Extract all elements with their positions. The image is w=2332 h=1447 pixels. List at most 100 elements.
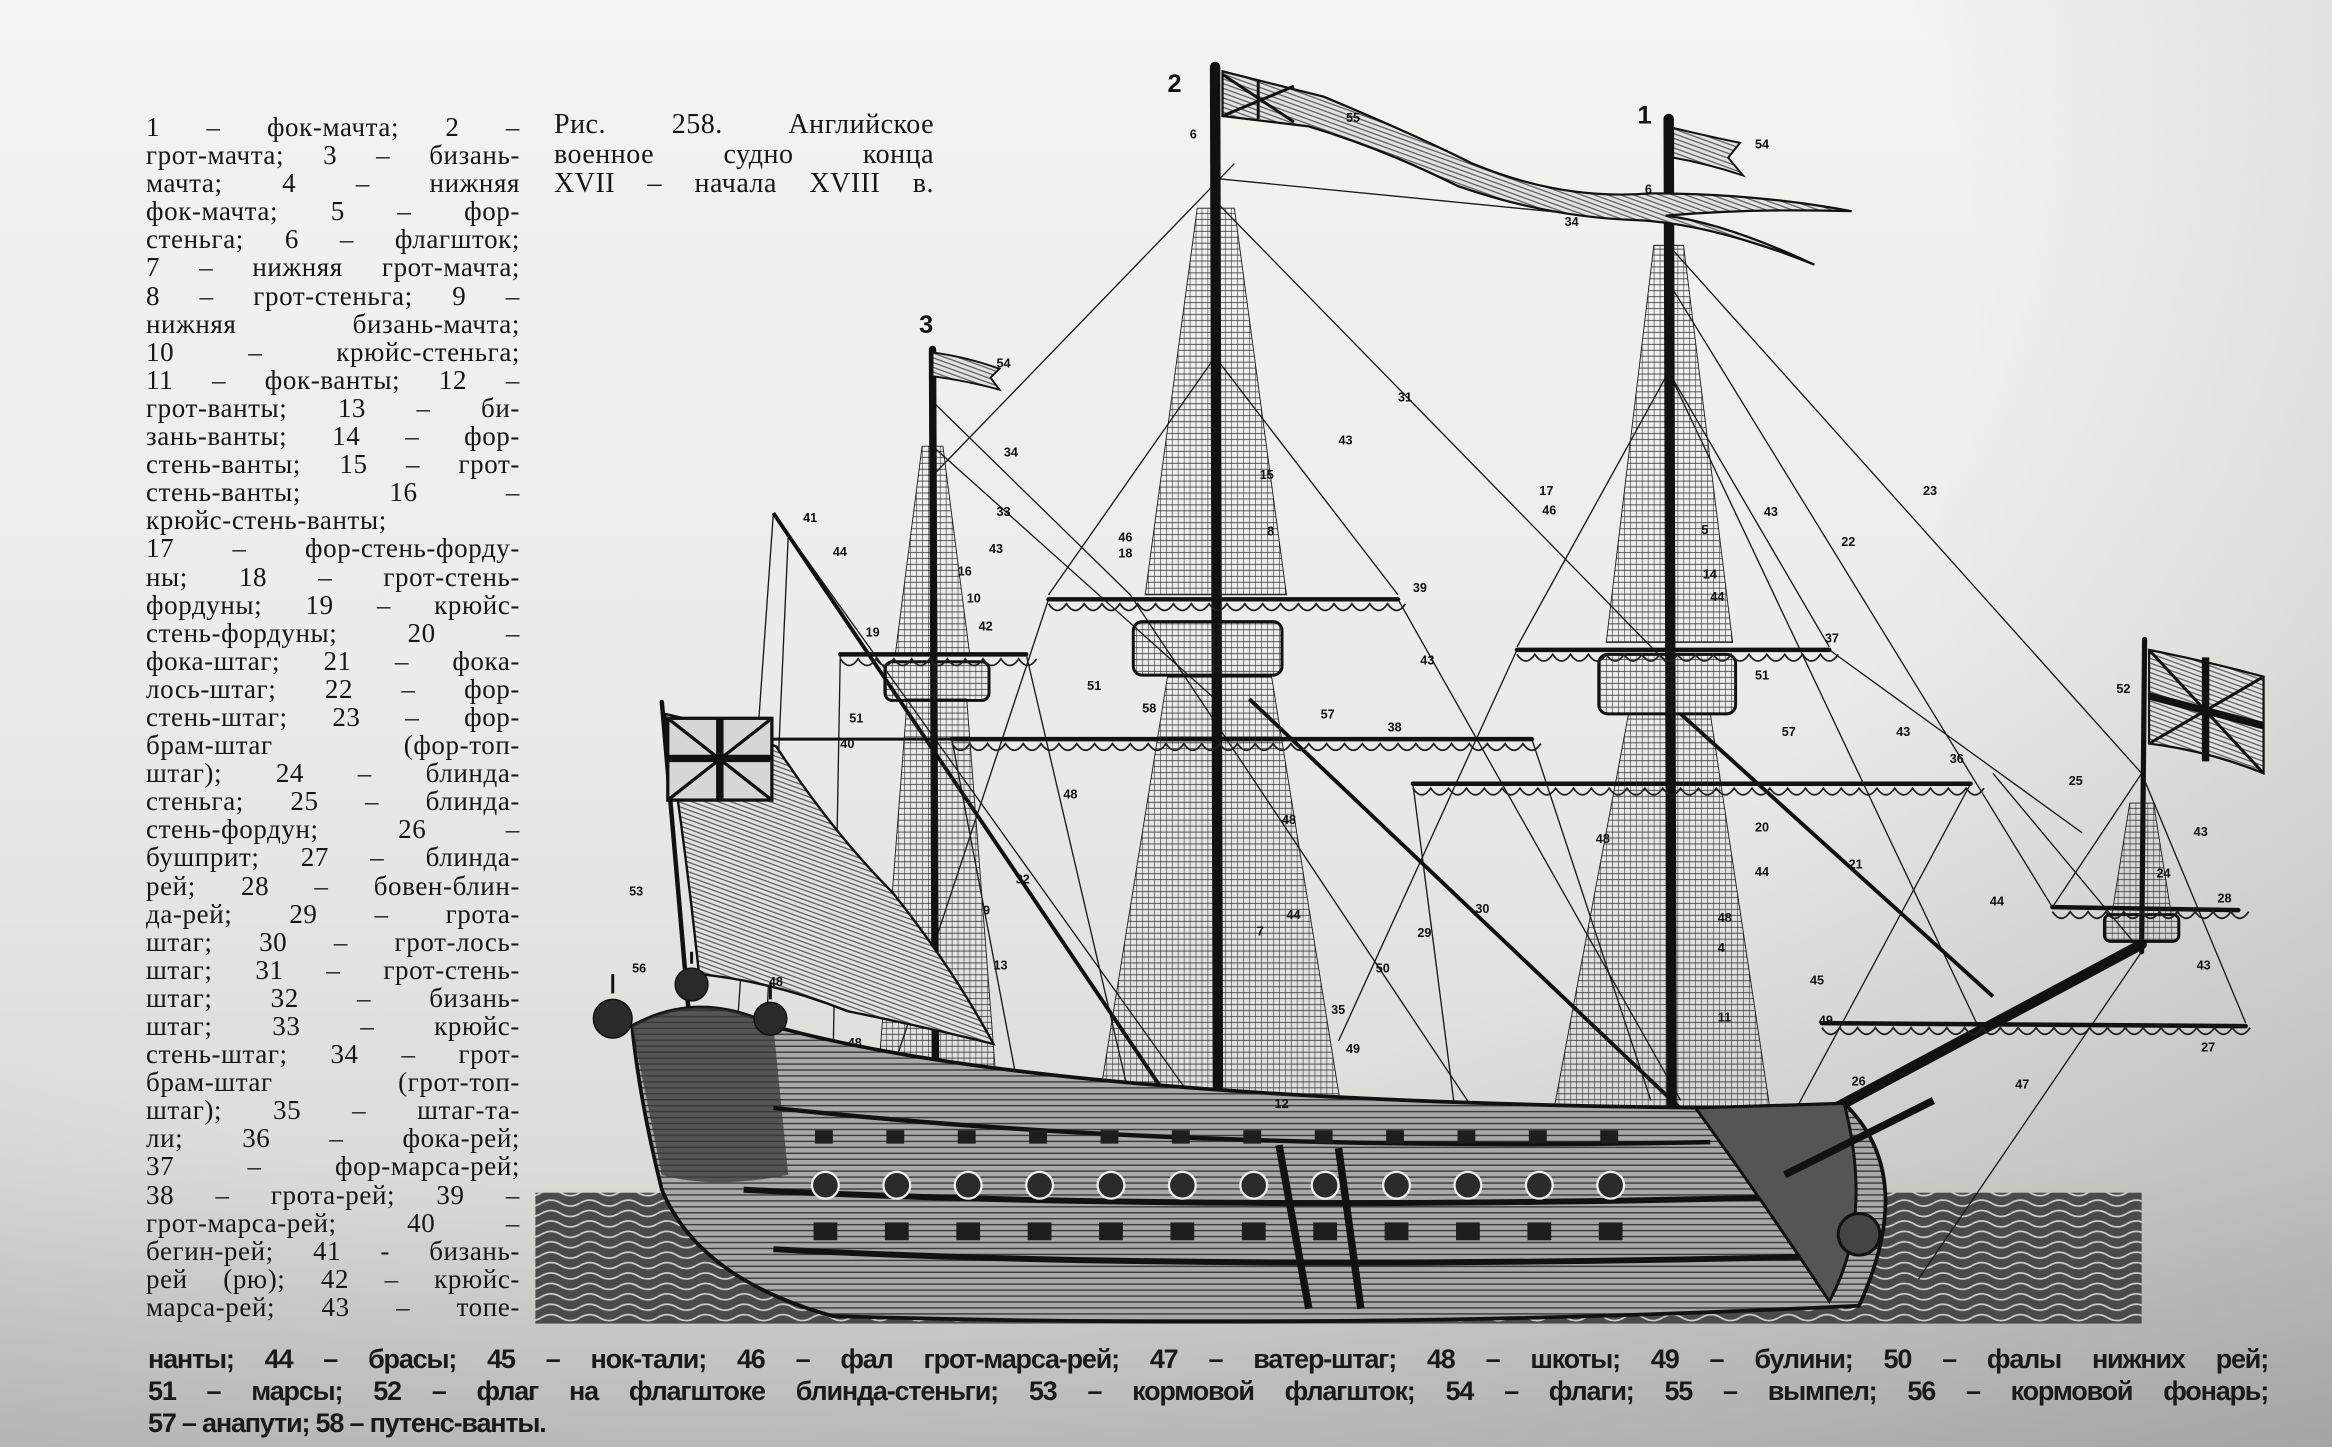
caption-line: Рис. 258. Английское <box>554 109 934 140</box>
legend-line: бегин-рей; 41 - бизань- <box>146 1235 520 1266</box>
legend-line: 8 – грот-стеньга; 9 – <box>146 280 520 311</box>
callout-label: 43 <box>2194 825 2208 839</box>
mizzen-flag <box>931 351 1002 392</box>
gun-port-icon <box>1456 1222 1480 1241</box>
gun-port-icon <box>1243 1130 1262 1144</box>
gun-port-icon <box>1528 1130 1547 1144</box>
legend-line: брам-штаг (грот-топ- <box>146 1067 520 1098</box>
legend-line: ны; 18 – грот-стень- <box>146 561 520 592</box>
gun-port-icon <box>884 1222 909 1241</box>
legend-bottom: нанты; 44 – брасы; 45 – нок-тали; 46 – ф… <box>148 1343 2269 1439</box>
fore-flag <box>1672 126 1746 178</box>
legend-line: брам-штаг (фор-топ- <box>146 730 520 761</box>
fore-mast <box>1663 113 1677 1121</box>
callout-label: 58 <box>1142 701 1156 715</box>
gun-port-icon <box>815 1130 833 1144</box>
callout-label: 41 <box>803 511 817 525</box>
legend-line: 11 – фок-ванты; 12 – <box>146 364 520 395</box>
gun-port-icon <box>886 1130 905 1144</box>
callout-label: 55 <box>1346 111 1360 125</box>
gun-port-icon <box>1096 1170 1126 1200</box>
callout-label: 35 <box>1331 1003 1345 1017</box>
callout-label: 9 <box>983 904 990 918</box>
furled-sail <box>1516 652 1839 662</box>
callout-label: 37 <box>1825 631 1839 645</box>
legend-line: штаг); 24 – блинда- <box>146 758 520 789</box>
gun-port-icon <box>1100 1130 1119 1144</box>
furled-sail <box>951 741 1542 752</box>
legend-line: фок-мачта; 5 – фор- <box>146 196 520 227</box>
furled-sail <box>1821 1026 2251 1036</box>
callout-label: 44 <box>1286 908 1300 922</box>
gun-port-icon <box>1025 1170 1055 1200</box>
callout-label: 53 <box>629 884 643 898</box>
callout-label: 11 <box>1718 1011 1731 1025</box>
gun-port-icon <box>1314 1130 1333 1144</box>
callout-label: 32 <box>1016 872 1030 886</box>
gun-port-icon <box>1598 1222 1623 1241</box>
gun-port-icon <box>1524 1170 1554 1200</box>
callout-label: 48 <box>1718 911 1732 925</box>
callout-label: 15 <box>1260 468 1274 482</box>
callout-label: 51 <box>1087 679 1101 693</box>
callout-label: 54 <box>1755 138 1769 152</box>
callout-label: 57 <box>1782 725 1796 739</box>
mast-numbers: 1 2 3 <box>919 70 1651 339</box>
callout-labels: 5554663454312322434315846181746514443937… <box>629 111 2231 1111</box>
legend-bottom-line: 57 – анапути; 58 – путенс-ванты. <box>148 1408 547 1438</box>
gun-port-icon <box>1029 1130 1048 1144</box>
callout-label: 57 <box>1321 707 1335 721</box>
yards <box>771 597 2248 1029</box>
callout-label: 40 <box>840 737 854 751</box>
mast-number-main: 2 <box>1167 70 1181 98</box>
gun-port-icon <box>1171 1130 1190 1144</box>
callout-label: 10 <box>967 591 981 605</box>
callout-label: 36 <box>1950 752 1964 766</box>
gun-port-icon <box>1027 1222 1052 1241</box>
legend-line: фордуны; 19 – крюйс- <box>146 589 520 620</box>
legend-line: стень-фордун; 26 – <box>146 814 520 845</box>
callout-label: 24 <box>2157 866 2171 880</box>
gun-port-icon <box>810 1170 840 1200</box>
gun-port-icon <box>953 1170 983 1200</box>
legend-line: стеньга; 6 – флагшток; <box>146 224 520 255</box>
callout-label: 56 <box>632 962 646 976</box>
callout-label: 25 <box>2069 774 2083 788</box>
callout-label: 21 <box>1849 857 1863 871</box>
callout-label: 13 <box>993 959 1007 973</box>
caption-line: военное судно конца <box>554 138 934 170</box>
callout-label: 46 <box>1542 504 1556 518</box>
callout-label: 44 <box>833 545 847 559</box>
legend-line: 37 – фор-марса-рей; <box>146 1151 520 1182</box>
callout-label: 43 <box>1764 505 1778 519</box>
gun-port-icon <box>956 1222 981 1241</box>
callout-label: 23 <box>1923 484 1937 498</box>
legend-column: 1 – фок-мачта; 2 –грот-мачта; 3 – бизань… <box>146 113 520 1321</box>
callout-label: 48 <box>1282 813 1296 827</box>
legend-line: 38 – грота-рей; 39 – <box>146 1179 520 1210</box>
legend-bottom-line: 51 – марсы; 52 – флаг на флагштоке блинд… <box>148 1376 2269 1406</box>
callout-label: 26 <box>1852 1075 1866 1089</box>
legend-line: 17 – фор-стень-форду- <box>146 533 520 564</box>
mast-number-fore: 1 <box>1637 101 1651 129</box>
callout-label: 31 <box>1398 391 1412 405</box>
legend-line: грот-марса-рей; 40 – <box>146 1207 520 1238</box>
legend-line: марса-рей; 43 – топе- <box>146 1291 520 1322</box>
callout-label: 43 <box>2197 959 2211 973</box>
callout-label: 28 <box>2217 892 2231 906</box>
callout-label: 6 <box>1645 182 1652 196</box>
legend-line: грот-мачта; 3 – бизань- <box>146 140 520 171</box>
callout-label: 12 <box>1275 1097 1289 1111</box>
gun-port-icon <box>882 1170 912 1200</box>
furled-sail <box>1412 786 1985 796</box>
callout-label: 16 <box>958 565 972 579</box>
legend-line: штаг; 32 – бизань- <box>146 982 520 1013</box>
callout-label: 18 <box>1118 547 1132 561</box>
callout-label: 43 <box>989 542 1003 556</box>
gun-port-icon <box>1386 1130 1404 1144</box>
bow-jack <box>2147 648 2265 775</box>
ensign-union-icon <box>666 716 774 802</box>
gun-port-icon <box>1241 1222 1266 1241</box>
callout-label: 47 <box>2015 1078 2029 1092</box>
